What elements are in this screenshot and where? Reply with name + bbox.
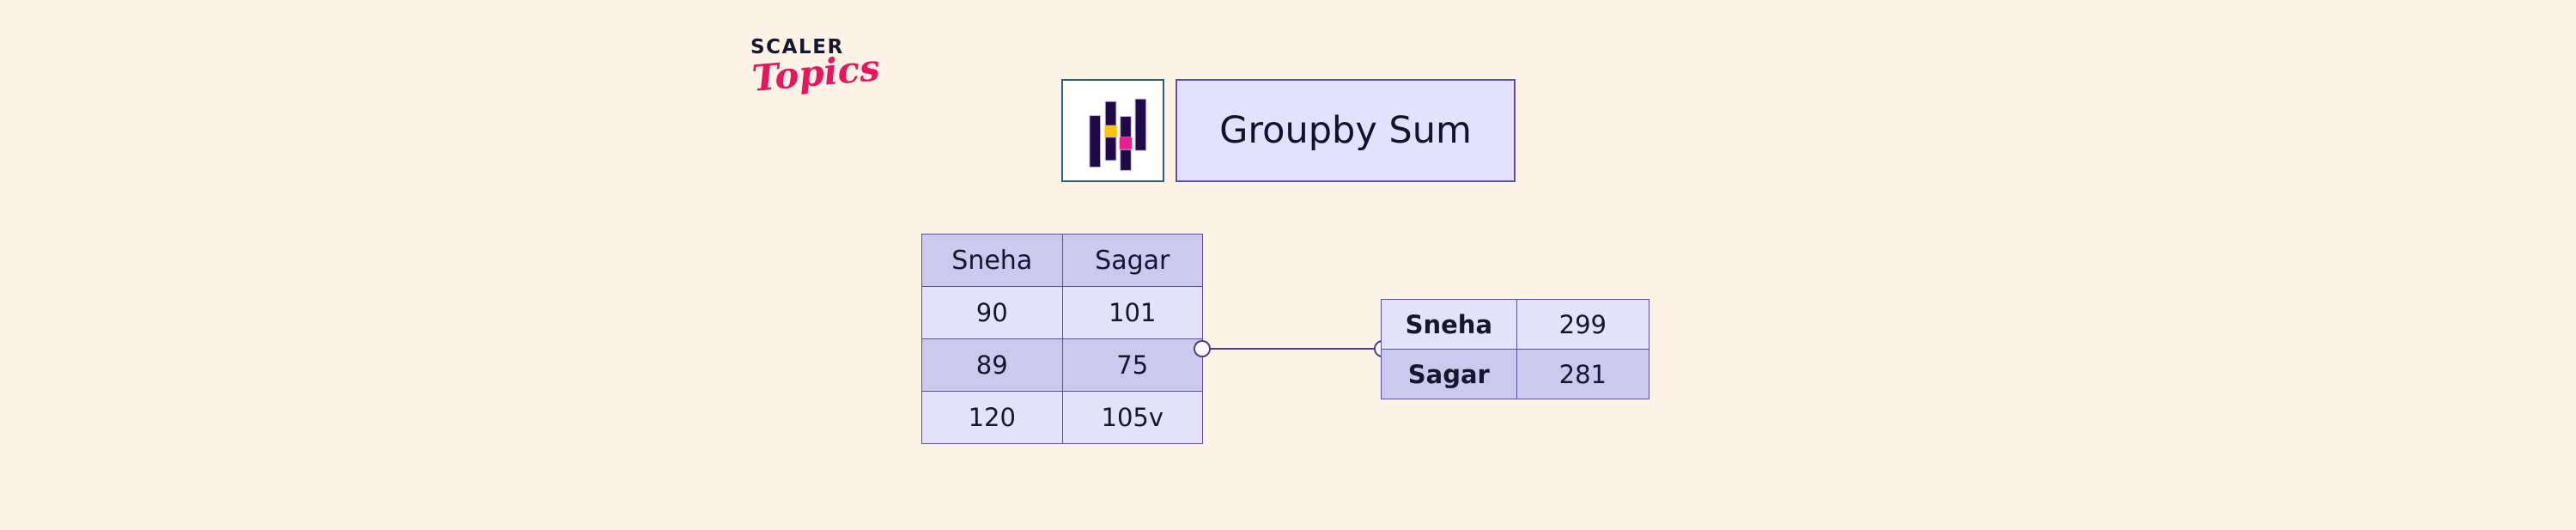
cell-sneha-r2: 89 (921, 338, 1063, 392)
result-value-sagar: 281 (1516, 349, 1650, 399)
cell-sneha-r3: 120 (921, 391, 1063, 444)
cell-sagar-r1: 101 (1061, 286, 1204, 339)
logo-topics-text: Topics (750, 46, 882, 100)
cell-sagar-r2: 75 (1061, 338, 1204, 392)
table-row: Sneha 299 (1381, 299, 1650, 350)
cell-sagar-r3: 105v (1061, 391, 1204, 444)
scaler-topics-logo: SCALER Topics (750, 38, 888, 112)
table-row: 120 105v (921, 391, 1204, 444)
column-header-sneha: Sneha (921, 234, 1063, 287)
logo-scaler-text: SCALER (750, 36, 844, 58)
result-value-sneha: 299 (1516, 299, 1650, 350)
result-label-sneha: Sneha (1381, 299, 1517, 350)
groupby-bars-icon (1061, 79, 1164, 182)
page-title-box: Groupby Sum (1176, 79, 1516, 182)
table-row: Sagar 281 (1381, 349, 1650, 399)
table-row: 90 101 (921, 286, 1204, 339)
source-data-table: Sneha Sagar 90 101 89 75 120 105v (921, 234, 1204, 444)
cell-sneha-r1: 90 (921, 286, 1063, 339)
table-header-row: Sneha Sagar (921, 234, 1204, 287)
result-label-sagar: Sagar (1381, 349, 1517, 399)
page-title: Groupby Sum (1219, 109, 1472, 152)
column-header-sagar: Sagar (1061, 234, 1204, 287)
groupby-result-table: Sneha 299 Sagar 281 (1381, 299, 1650, 399)
table-connector (1194, 340, 1391, 357)
table-row: 89 75 (921, 338, 1204, 392)
